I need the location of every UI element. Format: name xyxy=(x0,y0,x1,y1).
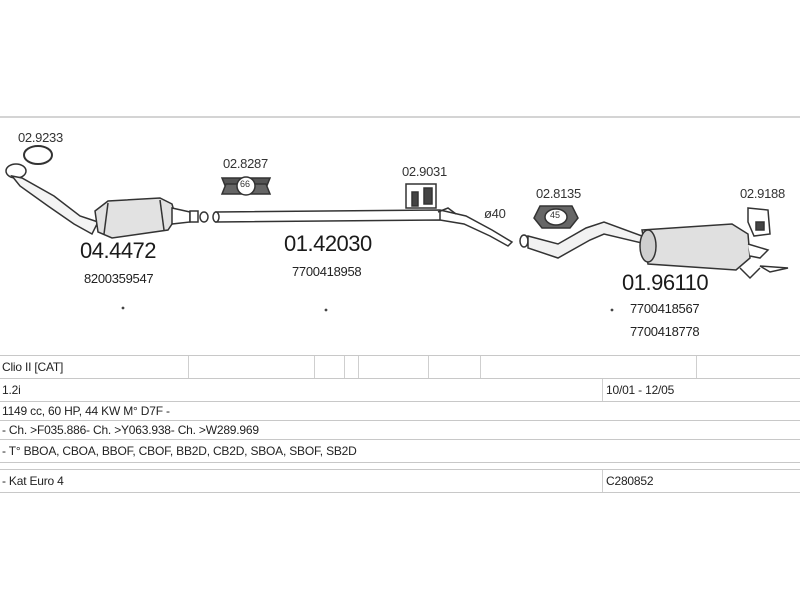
rear-silencer-oem-2: 7700418778 xyxy=(630,324,700,339)
clamp-45-icon xyxy=(533,205,579,229)
ring-gasket-code: 02.9233 xyxy=(18,130,63,145)
clamp-66-icon xyxy=(220,176,272,196)
intermediate-pipe-code: 01.42030 xyxy=(284,231,372,256)
rear-silencer-oem-1: 7700418567 xyxy=(630,301,700,316)
clamp-2-badge: 45 xyxy=(550,210,561,220)
intermediate-pipe-icon xyxy=(212,207,514,247)
table-row: - Kat Euro 4 C280852 xyxy=(0,469,800,493)
diameter-label: ø40 xyxy=(484,206,506,221)
engine-cell: 1.2i xyxy=(2,383,21,397)
exhaust-diagram: 02.9233 04.4472 8200359547 02.8287 66 01… xyxy=(0,118,800,354)
spec-cell: 1149 cc, 60 HP, 44 KW M° D7F - xyxy=(2,404,170,418)
bracket-code: 02.9188 xyxy=(740,186,785,201)
dot-marker xyxy=(324,308,328,312)
table-row: 1.2i 10/01 - 12/05 xyxy=(0,378,800,401)
table-row: 1149 cc, 60 HP, 44 KW M° D7F - xyxy=(0,401,800,420)
bracket-icon xyxy=(747,207,771,237)
dot-marker xyxy=(610,308,614,312)
ring-gasket-icon xyxy=(23,145,53,165)
years-cell: 10/01 - 12/05 xyxy=(606,383,675,397)
ref-cell: C280852 xyxy=(606,474,654,488)
clamp-1-code: 02.8287 xyxy=(223,156,268,171)
top-divider xyxy=(0,116,800,118)
catalyst-code: 04.4472 xyxy=(80,238,157,263)
norm-cell: - Kat Euro 4 xyxy=(2,474,64,488)
rear-silencer-icon xyxy=(519,221,789,280)
rear-silencer-code: 01.96110 xyxy=(622,270,709,295)
hanger-icon xyxy=(405,183,437,209)
catalyst-icon xyxy=(5,163,209,239)
table-row: Clio II [CAT] xyxy=(0,355,800,378)
vehicle-info-table: Clio II [CAT] 1.2i 10/01 - 12/05 1149 cc… xyxy=(0,355,800,493)
hanger-code: 02.9031 xyxy=(402,164,447,179)
types-cell: - T° BBOA, CBOA, BBOF, CBOF, BB2D, CB2D,… xyxy=(2,444,357,458)
chassis-cell: - Ch. >F035.886- Ch. >Y063.938- Ch. >W28… xyxy=(2,423,259,437)
table-row: - Ch. >F035.886- Ch. >Y063.938- Ch. >W28… xyxy=(0,420,800,439)
clamp-2-code: 02.8135 xyxy=(536,186,581,201)
table-row xyxy=(0,462,800,469)
clamp-1-badge: 66 xyxy=(240,179,251,189)
table-row: - T° BBOA, CBOA, BBOF, CBOF, BB2D, CB2D,… xyxy=(0,439,800,462)
intermediate-pipe-oem: 7700418958 xyxy=(292,264,362,279)
model-cell: Clio II [CAT] xyxy=(2,360,64,374)
catalyst-oem: 8200359547 xyxy=(84,271,154,286)
dot-marker xyxy=(121,306,125,310)
